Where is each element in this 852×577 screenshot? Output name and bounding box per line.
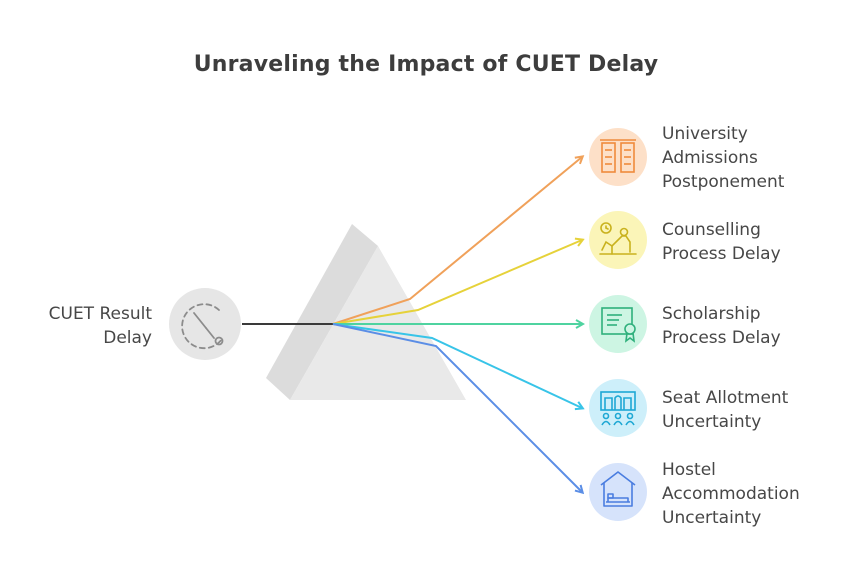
node-seat-allotment (589, 379, 647, 437)
beam-university-admissions (332, 157, 582, 325)
label-line: Uncertainty (662, 412, 762, 432)
source-label-line: Delay (103, 328, 152, 348)
label-counselling: Counselling Process Delay (662, 218, 847, 266)
node-university-admissions (589, 128, 647, 186)
timer-icon (181, 303, 224, 350)
source-node (169, 288, 241, 360)
prism (266, 224, 466, 400)
label-line: Process Delay (662, 244, 781, 264)
label-line: Postponement (662, 172, 785, 192)
hostel-icon (600, 471, 636, 507)
label-line: Seat Allotment (662, 388, 789, 408)
label-line: Admissions (662, 148, 758, 168)
label-university-admissions: University Admissions Postponement (662, 122, 847, 194)
label-line: Uncertainty (662, 508, 762, 528)
label-line: Counselling (662, 220, 761, 240)
beam-seat-allotment (332, 323, 582, 408)
label-hostel: Hostel Accommodation Uncertainty (662, 458, 847, 530)
source-label: CUET Result Delay (0, 302, 152, 350)
certificate-icon (601, 307, 636, 343)
label-scholarship: Scholarship Process Delay (662, 302, 847, 350)
label-line: Scholarship (662, 304, 761, 324)
seats-icon (600, 391, 636, 426)
source-label-line: CUET Result (48, 304, 152, 324)
building-icon (600, 139, 636, 173)
page-title: Unraveling the Impact of CUET Delay (193, 52, 659, 77)
node-counselling (589, 211, 647, 269)
prism-side-face (266, 224, 378, 400)
node-hostel (589, 463, 647, 521)
label-line: Hostel (662, 460, 716, 480)
beam-counselling (332, 240, 582, 325)
label-seat-allotment: Seat Allotment Uncertainty (662, 386, 847, 434)
label-line: Process Delay (662, 328, 781, 348)
label-line: University (662, 124, 748, 144)
beam-hostel (332, 323, 582, 492)
node-scholarship (589, 295, 647, 353)
counselling-icon (599, 222, 637, 255)
label-line: Accommodation (662, 484, 800, 504)
